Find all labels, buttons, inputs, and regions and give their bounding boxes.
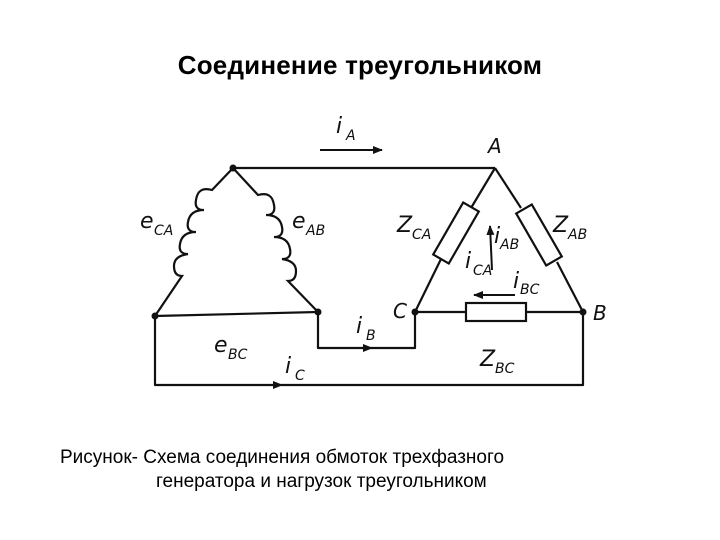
z-ab-resistor: [514, 203, 564, 267]
label-ibc-main: i: [513, 269, 519, 294]
node-label-b: B: [593, 301, 607, 325]
line-c-wire: [153, 312, 585, 387]
label-ic-main: i: [285, 354, 291, 379]
label-zca-sub: CA: [412, 227, 431, 243]
junction-generator-top: [229, 164, 237, 172]
figure-caption: Рисунок- Схема соединения обмоток трехфа…: [60, 446, 680, 494]
label-ic-sub: C: [295, 368, 305, 384]
label-zca-main: Z: [396, 213, 413, 238]
label-eca-main: e: [140, 209, 154, 234]
label-ibc-sub: BC: [520, 282, 540, 298]
load-resistors: [431, 201, 564, 323]
caption-line-2: генератора и нагрузок треугольником: [156, 471, 487, 492]
label-zab-main: Z: [552, 213, 569, 238]
label-ebc-main: e: [214, 333, 228, 358]
junction-load-c: [411, 308, 419, 316]
junction-dots: [151, 164, 587, 320]
label-eab-sub: AB: [305, 223, 325, 239]
generator-coils: [153, 166, 320, 318]
load-right-wire: [494, 167, 584, 313]
label-ebc-sub: BC: [228, 347, 248, 363]
label-iab-sub: AB: [499, 237, 519, 253]
label-ib-main: i: [356, 314, 362, 339]
caption-line-1: Рисунок- Схема соединения обмоток трехфа…: [60, 447, 505, 468]
node-label-a: A: [486, 134, 502, 158]
label-zbc-main: Z: [479, 347, 496, 372]
label-zab-sub: AB: [567, 227, 587, 243]
current-arrows: [230, 146, 515, 389]
label-iab-main: i: [494, 224, 500, 249]
slide-title: Соединение треугольником: [177, 50, 543, 80]
generator-bottom-wire: [154, 310, 319, 318]
load-left-wire: [414, 167, 496, 313]
arrow-iab: [486, 225, 495, 271]
node-label-c: C: [393, 299, 407, 323]
label-ica-sub: CA: [473, 263, 492, 279]
label-eab-main: e: [292, 209, 306, 234]
coil-eca: [153, 166, 235, 318]
label-ia-main: i: [336, 114, 342, 139]
label-eca-sub: CA: [154, 223, 173, 239]
label-ib-sub: B: [366, 328, 376, 344]
coil-eab: [231, 166, 320, 314]
z-bc-resistor: [464, 301, 528, 323]
junction-generator-right: [314, 308, 322, 316]
z-ca-resistor: [431, 201, 481, 265]
label-zbc-sub: BC: [495, 361, 515, 377]
label-ica-main: i: [465, 249, 471, 274]
label-ia-sub: A: [345, 128, 356, 144]
junction-load-b: [579, 308, 587, 316]
junction-generator-left: [151, 312, 159, 320]
